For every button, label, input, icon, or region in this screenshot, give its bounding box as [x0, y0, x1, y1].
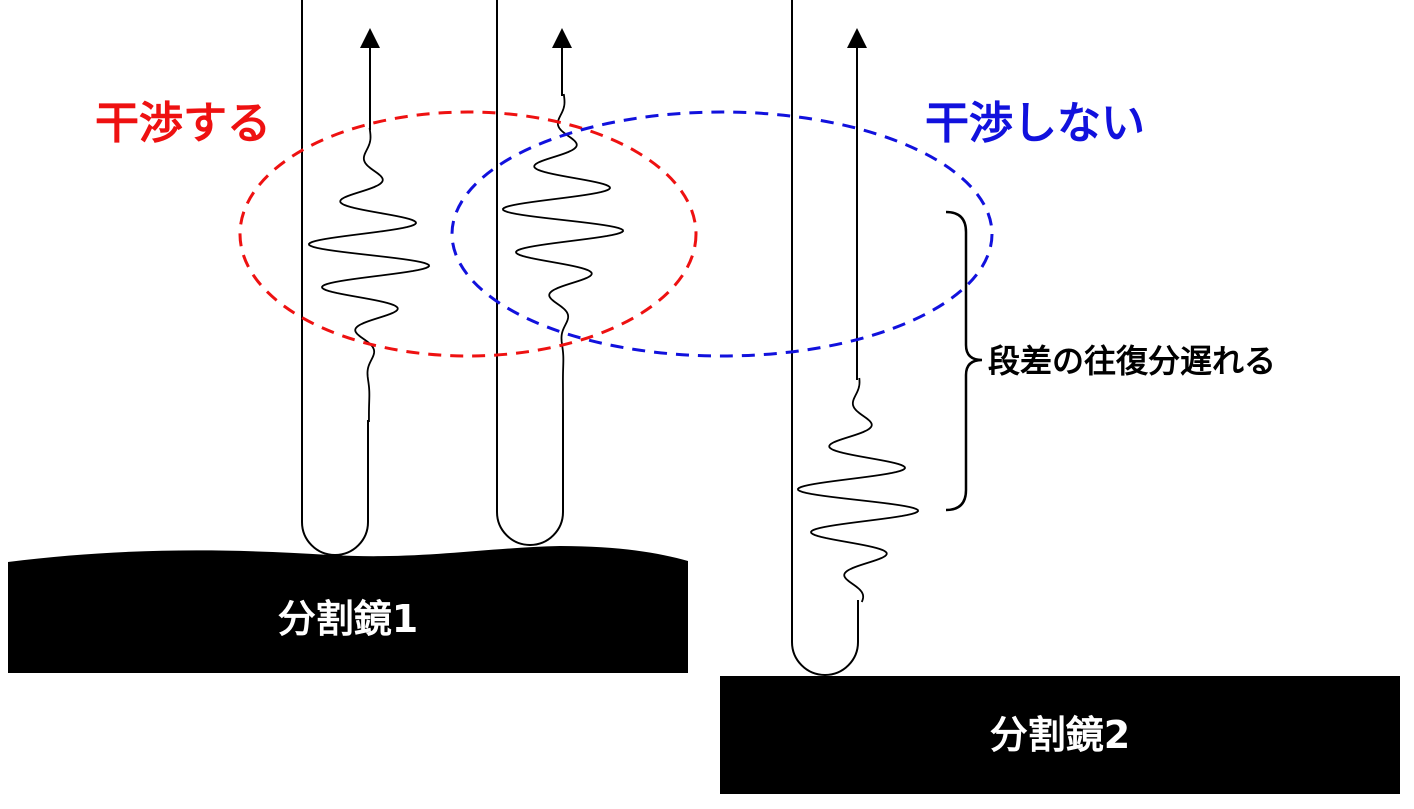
wave-packet-3 [796, 377, 920, 603]
delay-label: 段差の往復分遅れる [988, 342, 1276, 380]
mirror-1-label: 分割鏡1 [278, 597, 418, 641]
no-interfere-ellipse [450, 110, 994, 358]
wave-packet-1 [307, 127, 431, 423]
beam-path-3 [791, 0, 859, 676]
mirror-1 [8, 546, 688, 673]
mirror-2-label: 分割鏡2 [990, 713, 1130, 757]
wave-packet-2 [501, 93, 625, 412]
interfere-label: 干渉する [95, 98, 271, 149]
mirror-2 [720, 676, 1400, 794]
delay-brace [945, 210, 983, 512]
interfere-ellipse [238, 110, 698, 358]
no-interfere-label: 干渉しない [925, 98, 1145, 149]
beam-path-2 [496, 0, 564, 546]
beam-path-1 [301, 0, 369, 556]
